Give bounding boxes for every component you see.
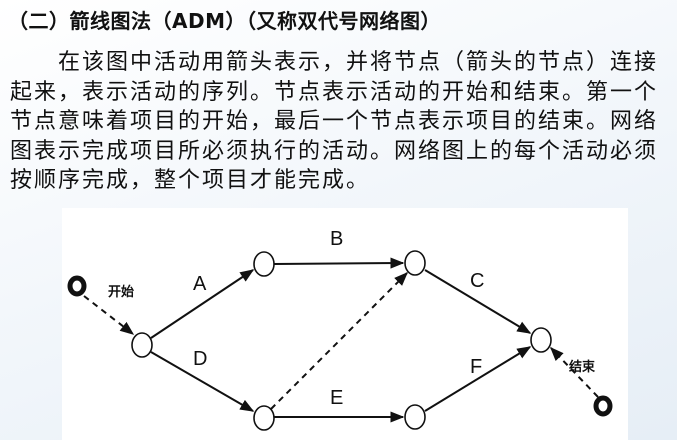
activity-label-B: B [330, 228, 343, 250]
dummy-arrow-end [550, 346, 599, 398]
slide-title: （二）箭线图法（ADM）（又称双代号网络图） [8, 9, 441, 33]
activity-label-D: D [193, 348, 207, 370]
activity-label-A: A [193, 273, 207, 295]
activity-label-E: E [330, 387, 343, 409]
arrow-D [150, 351, 255, 412]
node-3 [404, 250, 426, 276]
paragraph-line: 节点意味着项目的开始，最后一个节点表示项目的结束。网络 [10, 109, 659, 134]
activity-label-C: C [470, 270, 484, 292]
body-paragraph: 在该图中活动用箭头表示，并将节点（箭头的节点）连接 起来，表示活动的序列。节点表… [10, 48, 665, 196]
node-2 [253, 251, 275, 277]
paragraph-line: 按顺序完成，整个项目才能完成。 [10, 168, 371, 193]
arrow-B [273, 257, 405, 269]
node-6 [530, 327, 552, 353]
node-1 [131, 332, 153, 358]
node-5 [404, 404, 426, 430]
node-4 [253, 405, 275, 431]
arrow-A [150, 269, 255, 339]
dummy-arrow-start [83, 295, 135, 335]
paragraph-line: 起来，表示活动的序列。节点表示活动的开始和结束。第一个 [10, 79, 659, 105]
arrow-F [424, 346, 532, 412]
end-node [593, 395, 613, 417]
end-label: 结束 [569, 359, 596, 374]
paragraph-line: 在该图中活动用箭头表示，并将节点（箭头的节点）连接 [58, 50, 659, 75]
arrow-C [424, 269, 532, 334]
start-label: 开始 [108, 284, 134, 299]
adm-network-diagram [62, 208, 628, 440]
start-node [67, 275, 87, 297]
paragraph-line: 图表示完成项目所必须执行的活动。网络图上的每个活动必须 [10, 138, 659, 164]
activity-label-F: F [470, 356, 482, 378]
